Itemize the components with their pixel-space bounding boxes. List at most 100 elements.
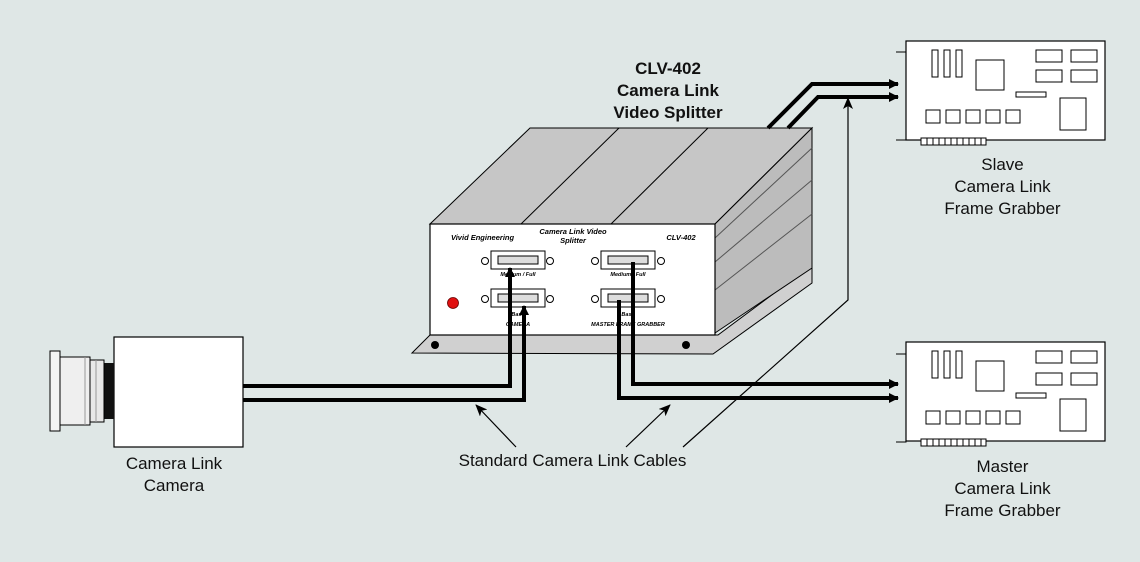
screw-icon: [657, 257, 665, 265]
title-line1: CLV-402: [635, 59, 701, 78]
chip: [1070, 69, 1098, 83]
chip: [975, 59, 1005, 91]
chip: [965, 109, 981, 124]
cables: [243, 79, 899, 403]
chip: [1005, 410, 1021, 425]
chip: [985, 109, 1001, 124]
power-led-icon: [447, 297, 459, 309]
master-label-line2: Camera Link: [954, 479, 1051, 498]
chip: [1070, 372, 1098, 386]
slave-label-line3: Frame Grabber: [944, 199, 1061, 218]
master-label-line1: Master: [976, 457, 1029, 476]
cable-camera-2: [243, 305, 529, 402]
product-name-line1: Camera Link Video: [539, 227, 607, 236]
chip: [945, 109, 961, 124]
top-ridge: [520, 127, 620, 225]
slave-label-line2: Camera Link: [954, 177, 1051, 196]
cable-slave-1: [766, 79, 899, 130]
screw-icon: [657, 295, 665, 303]
leader-lines: [475, 97, 853, 448]
screw-icon: [546, 295, 554, 303]
screw-icon: [481, 257, 489, 265]
chip: [943, 49, 951, 78]
connector-pins: [607, 255, 649, 265]
chip: [925, 410, 941, 425]
mounting-hole-left: [431, 341, 439, 349]
cable-master-2: [617, 300, 899, 403]
camera-label-line2: Camera: [143, 476, 205, 495]
chip: [955, 350, 963, 379]
chip: [1035, 350, 1063, 364]
card-edge-connector: [920, 137, 987, 146]
connector-pins: [497, 255, 539, 265]
chip: [1015, 91, 1047, 98]
port-label-bottom-right-1: Base: [621, 312, 634, 318]
screw-icon: [591, 257, 599, 265]
card-edge-connector: [920, 438, 987, 447]
chip: [931, 350, 939, 379]
chip: [1070, 49, 1098, 63]
chip: [943, 350, 951, 379]
top-ridge: [610, 127, 709, 225]
chip: [931, 49, 939, 78]
connector-bottom-left: [481, 288, 554, 308]
connector-bottom-right: [591, 288, 665, 308]
chip: [1005, 109, 1021, 124]
camera: [49, 336, 244, 448]
slave-frame-grabber-card: [896, 40, 1106, 146]
title-line2: Camera Link: [616, 81, 720, 100]
model-text: CLV-402: [666, 233, 696, 242]
brand-text: Vivid Engineering: [451, 233, 514, 242]
connector-top-right: [591, 250, 665, 270]
cable-camera-1: [243, 267, 515, 388]
camera-lens-mount: [104, 363, 114, 419]
leader-slave-cable: [682, 97, 853, 448]
edge-connector-pins: [926, 439, 982, 446]
chip: [1015, 392, 1047, 399]
port-label-bottom-left-1: Base: [511, 312, 524, 318]
chip: [1070, 350, 1098, 364]
camera-lens-front: [49, 350, 61, 432]
master-frame-grabber-card: [896, 341, 1106, 447]
chip: [975, 360, 1005, 392]
chip: [1035, 372, 1063, 386]
title-line3: Video Splitter: [613, 103, 723, 122]
port-label-bottom-right-2: MASTER FRAME GRABBER: [591, 322, 665, 328]
side-rib: [714, 147, 813, 239]
cable-master-1: [631, 262, 899, 389]
chip: [965, 410, 981, 425]
master-label-line3: Frame Grabber: [944, 501, 1061, 520]
connector-pins: [497, 293, 539, 303]
port-label-top-right: Medium / Full: [610, 272, 646, 278]
slave-label: Slave Camera Link Frame Grabber: [930, 154, 1075, 220]
leader-camera-cable: [475, 404, 517, 448]
side-rib: [714, 179, 813, 263]
screw-icon: [546, 257, 554, 265]
screw-icon: [591, 295, 599, 303]
edge-connector-pins: [926, 138, 982, 145]
device-front-panel: [429, 223, 716, 336]
chip: [955, 49, 963, 78]
mounting-hole-right: [682, 341, 690, 349]
connector-pins: [607, 293, 649, 303]
video-splitter-device: Vivid Engineering Camera Link Video Spli…: [410, 126, 814, 355]
chip: [945, 410, 961, 425]
chip: [1059, 97, 1087, 131]
port-label-bottom-left-2: CAMERA: [506, 322, 530, 328]
side-rib: [714, 213, 813, 291]
slave-label-line1: Slave: [981, 155, 1024, 174]
master-label: Master Camera Link Frame Grabber: [930, 456, 1075, 522]
chip: [1059, 398, 1087, 432]
camera-body: [113, 336, 244, 448]
connector-top-left: [481, 250, 554, 270]
chip: [1035, 49, 1063, 63]
product-name-line2: Splitter: [560, 236, 587, 245]
camera-lens-ring: [89, 359, 105, 423]
cable-slave-2: [786, 92, 899, 130]
camera-label-line1: Camera Link: [125, 454, 223, 473]
leader-master-cable: [625, 404, 671, 448]
cables-label: Standard Camera Link Cables: [458, 451, 687, 470]
chip: [925, 109, 941, 124]
